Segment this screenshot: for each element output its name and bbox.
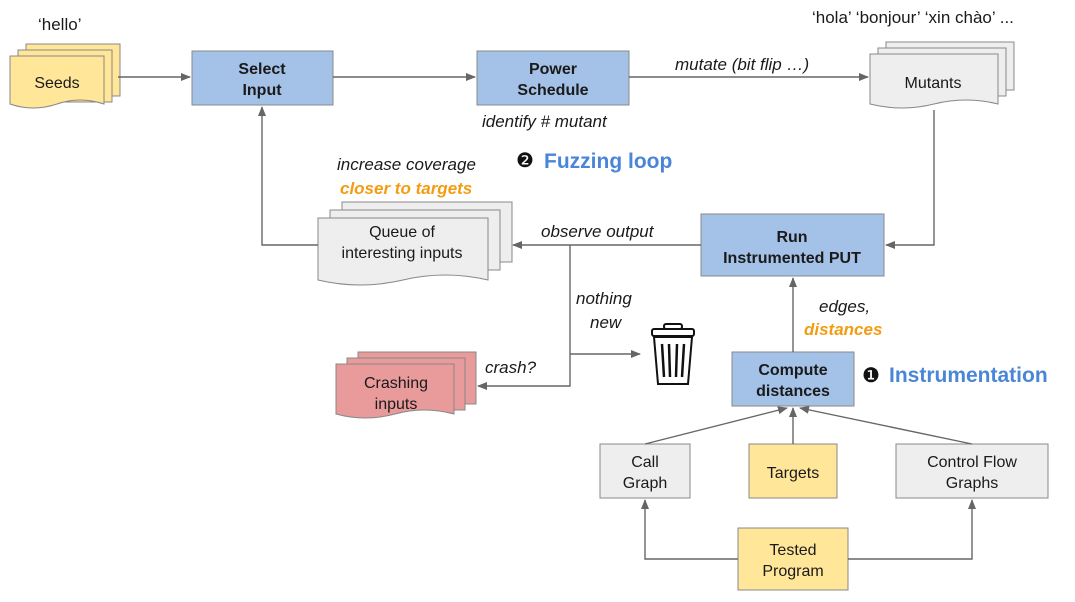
seeds-label: Seeds <box>34 75 79 92</box>
mutate-label: mutate (bit flip …) <box>675 55 809 74</box>
select-input-node: Select Input <box>191 50 334 106</box>
arrow-program-to-callgraph <box>641 499 738 560</box>
mutants-label: Mutants <box>905 75 962 92</box>
cfg-line1: Control Flow <box>927 454 1017 471</box>
fuzzing-loop-title: ❷ Fuzzing loop <box>516 148 672 173</box>
crashing-line2: inputs <box>375 396 418 413</box>
call-graph-line2: Graph <box>623 475 667 492</box>
trash-icon <box>651 323 695 385</box>
tested-program-line2: Program <box>762 563 823 580</box>
select-input-line1: Select <box>238 61 286 78</box>
observe-output-label: observe output <box>541 222 655 241</box>
arrow-queue-to-select <box>258 106 318 246</box>
instrumentation-title: ❶ Instrumentation <box>862 363 1048 387</box>
targets-label: Targets <box>767 465 819 482</box>
increase-coverage-label: increase coverage <box>337 155 476 174</box>
closer-to-targets-label: closer to targets <box>340 179 472 198</box>
run-put-line1: Run <box>776 229 807 246</box>
edges-label: edges, <box>819 297 870 316</box>
tested-program-line1: Tested <box>769 542 816 559</box>
nothing-label: nothing <box>576 289 632 308</box>
arrow-crash <box>477 245 571 390</box>
call-graph-node: Call Graph <box>599 443 691 499</box>
targets-node: Targets <box>748 443 838 499</box>
call-graph-line1: Call <box>631 454 659 471</box>
instrumentation-marker: ❶ <box>862 363 880 387</box>
power-schedule-line2: Schedule <box>517 82 588 99</box>
distances-label: distances <box>804 320 882 339</box>
arrow-cfg-to-compute <box>799 405 973 445</box>
instrumentation-label: Instrumentation <box>889 364 1048 387</box>
arrows <box>118 73 976 560</box>
crashing-line1: Crashing <box>364 375 428 392</box>
compute-distances-line1: Compute <box>758 362 827 379</box>
mutants-example-label: ‘hola’ ‘bonjour’ ‘xin chào’ ... <box>812 8 1014 27</box>
identify-label: identify # mutant <box>482 112 608 131</box>
cfg-node: Control Flow Graphs <box>895 443 1049 499</box>
compute-distances-node: Compute distances <box>731 351 855 407</box>
run-put-line2: Instrumented PUT <box>723 250 861 267</box>
seeds-example-label: ‘hello’ <box>38 15 81 34</box>
queue-line2: interesting inputs <box>342 245 463 262</box>
cfg-line2: Graphs <box>946 475 998 492</box>
seeds-node: Seeds <box>9 43 121 109</box>
power-schedule-node: Power Schedule <box>476 50 630 106</box>
arrow-callgraph-to-compute <box>644 406 788 445</box>
power-schedule-line1: Power <box>529 61 577 78</box>
new-label: new <box>590 313 623 332</box>
run-put-node: Run Instrumented PUT <box>700 213 885 277</box>
arrow-program-to-cfg <box>848 499 976 560</box>
crashing-inputs-node: Crashing inputs <box>335 351 477 419</box>
fuzzing-loop-marker: ❷ <box>516 148 534 172</box>
compute-distances-line2: distances <box>756 383 830 400</box>
arrow-mutants-to-run <box>885 110 935 249</box>
crash-label: crash? <box>485 358 537 377</box>
fuzzing-loop-label: Fuzzing loop <box>544 150 672 173</box>
queue-node: Queue of interesting inputs <box>317 201 513 286</box>
queue-line1: Queue of <box>369 224 435 241</box>
tested-program-node: Tested Program <box>737 527 849 591</box>
mutants-node: Mutants <box>869 41 1015 109</box>
select-input-line2: Input <box>242 82 282 99</box>
